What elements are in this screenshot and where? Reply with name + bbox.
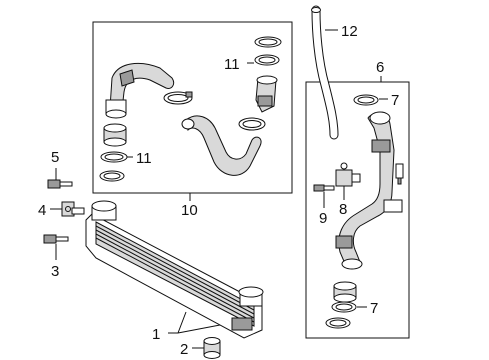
- part-clamp-left-mid: [100, 151, 128, 163]
- part-coupler-left: [103, 123, 127, 147]
- callout-2: 2: [180, 341, 188, 358]
- leader-1: [168, 311, 221, 334]
- part-clamp-left-low: [99, 170, 125, 182]
- part-clamp-center: [238, 117, 266, 131]
- part-4-bracket: [61, 201, 85, 217]
- part-2-coupler: [203, 337, 221, 359]
- callout-10: 10: [181, 202, 198, 219]
- part-clamp-upper-left: [163, 91, 193, 105]
- part-clamp-bottom: [325, 317, 351, 329]
- part-5-bolt: [47, 179, 73, 189]
- part-3-bolt: [43, 234, 69, 244]
- callout-11-left: 11: [136, 150, 152, 167]
- callout-8: 8: [339, 201, 347, 218]
- callout-3: 3: [51, 263, 59, 280]
- part-1-intercooler: [85, 200, 264, 339]
- part-elbow-right: [255, 75, 278, 113]
- part-coupler-lower: [333, 281, 357, 303]
- part-7-clamp-upper: [353, 94, 379, 106]
- group-box-ducts: [92, 21, 293, 194]
- part-8-solenoid: [335, 162, 361, 187]
- group-box-outlet: [305, 81, 410, 339]
- callout-7-lower: 7: [370, 300, 378, 317]
- callout-6: 6: [376, 59, 384, 76]
- part-sensor-right: [395, 163, 404, 185]
- part-outlet-tube: [335, 111, 403, 270]
- part-middle-duct: [181, 115, 262, 176]
- callout-5: 5: [51, 149, 59, 166]
- part-clamp-top-right-2: [254, 54, 280, 66]
- callout-4: 4: [38, 202, 46, 219]
- callout-11-right: 11: [224, 56, 240, 73]
- part-7-clamp-lower: [331, 301, 357, 313]
- part-9-bolt: [313, 184, 335, 192]
- callout-9: 9: [319, 210, 327, 227]
- callout-12: 12: [341, 23, 358, 40]
- part-inlet-duct: [105, 62, 175, 119]
- callout-7-upper: 7: [391, 92, 399, 109]
- callout-1: 1: [152, 326, 160, 343]
- part-clamp-top-right-1: [254, 36, 282, 48]
- part-12-hose: [311, 5, 339, 140]
